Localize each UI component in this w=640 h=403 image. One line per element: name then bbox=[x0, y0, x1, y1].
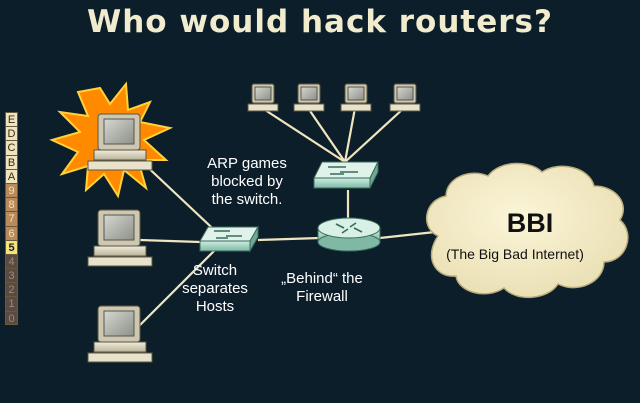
arp-note-line3: the switch. bbox=[211, 191, 283, 208]
link-top3 bbox=[343, 107, 357, 163]
cloud-subtitle: (The Big Bad Internet) bbox=[446, 246, 584, 262]
slider-level-1[interactable]: 1 bbox=[5, 296, 18, 311]
pc-top4-icon bbox=[389, 83, 421, 112]
pc-top3-icon bbox=[340, 83, 372, 112]
firewall-note-line1: „Behind“ the bbox=[281, 270, 363, 287]
lan-switch-icon bbox=[199, 225, 259, 253]
slider-level-a[interactable]: A bbox=[5, 168, 18, 183]
link-top2 bbox=[307, 107, 346, 163]
firewall-note: „Behind“ the Firewall bbox=[262, 270, 382, 306]
pc-hacked-icon bbox=[87, 113, 153, 171]
cloud-title: BBI bbox=[506, 208, 554, 238]
firewall-note-line2: Firewall bbox=[296, 288, 348, 305]
slider-level-6[interactable]: 6 bbox=[5, 225, 18, 240]
slider-level-4[interactable]: 4 bbox=[5, 253, 18, 269]
slider-level-7[interactable]: 7 bbox=[5, 211, 18, 226]
pc-top2-icon bbox=[293, 83, 325, 112]
slider-level-5[interactable]: 5 bbox=[5, 239, 18, 254]
switch-note-line1: Switch bbox=[192, 262, 238, 279]
pc-top1-icon bbox=[247, 83, 279, 112]
slider-level-e[interactable]: E bbox=[5, 112, 18, 127]
pc-middle-icon bbox=[87, 209, 153, 267]
pc-bottom-icon bbox=[87, 305, 153, 363]
switch-note-line3: Hosts bbox=[195, 298, 235, 315]
switch-note: Switch separates Hosts bbox=[170, 262, 260, 316]
link-router-cloud bbox=[379, 230, 436, 240]
slider-level-2[interactable]: 2 bbox=[5, 282, 18, 297]
level-slider[interactable]: E D C B A 9 8 7 6 5 4 3 2 1 0 bbox=[5, 112, 18, 325]
slider-level-d[interactable]: D bbox=[5, 126, 18, 141]
link-pc2-switch bbox=[139, 238, 201, 244]
top-switch-icon bbox=[313, 161, 379, 189]
arp-note-line2: blocked by bbox=[211, 173, 283, 190]
internet-cloud-icon bbox=[425, 162, 629, 299]
slider-level-8[interactable]: 8 bbox=[5, 197, 18, 212]
slider-level-3[interactable]: 3 bbox=[5, 268, 18, 283]
slider-level-c[interactable]: C bbox=[5, 140, 18, 155]
router-icon bbox=[317, 217, 381, 252]
link-switch-router bbox=[257, 236, 321, 242]
slider-level-0[interactable]: 0 bbox=[5, 310, 18, 325]
arp-note: ARP games blocked by the switch. bbox=[192, 155, 302, 209]
slider-level-9[interactable]: 9 bbox=[5, 182, 18, 198]
link-top1 bbox=[261, 107, 346, 163]
link-top4 bbox=[344, 107, 405, 163]
switch-note-line2: separates bbox=[182, 280, 248, 297]
arp-note-line1: ARP games bbox=[207, 155, 287, 172]
slide-title: Who would hack routers? bbox=[87, 4, 553, 40]
slider-level-b[interactable]: B bbox=[5, 154, 18, 169]
link-pc3-switch bbox=[129, 249, 216, 336]
